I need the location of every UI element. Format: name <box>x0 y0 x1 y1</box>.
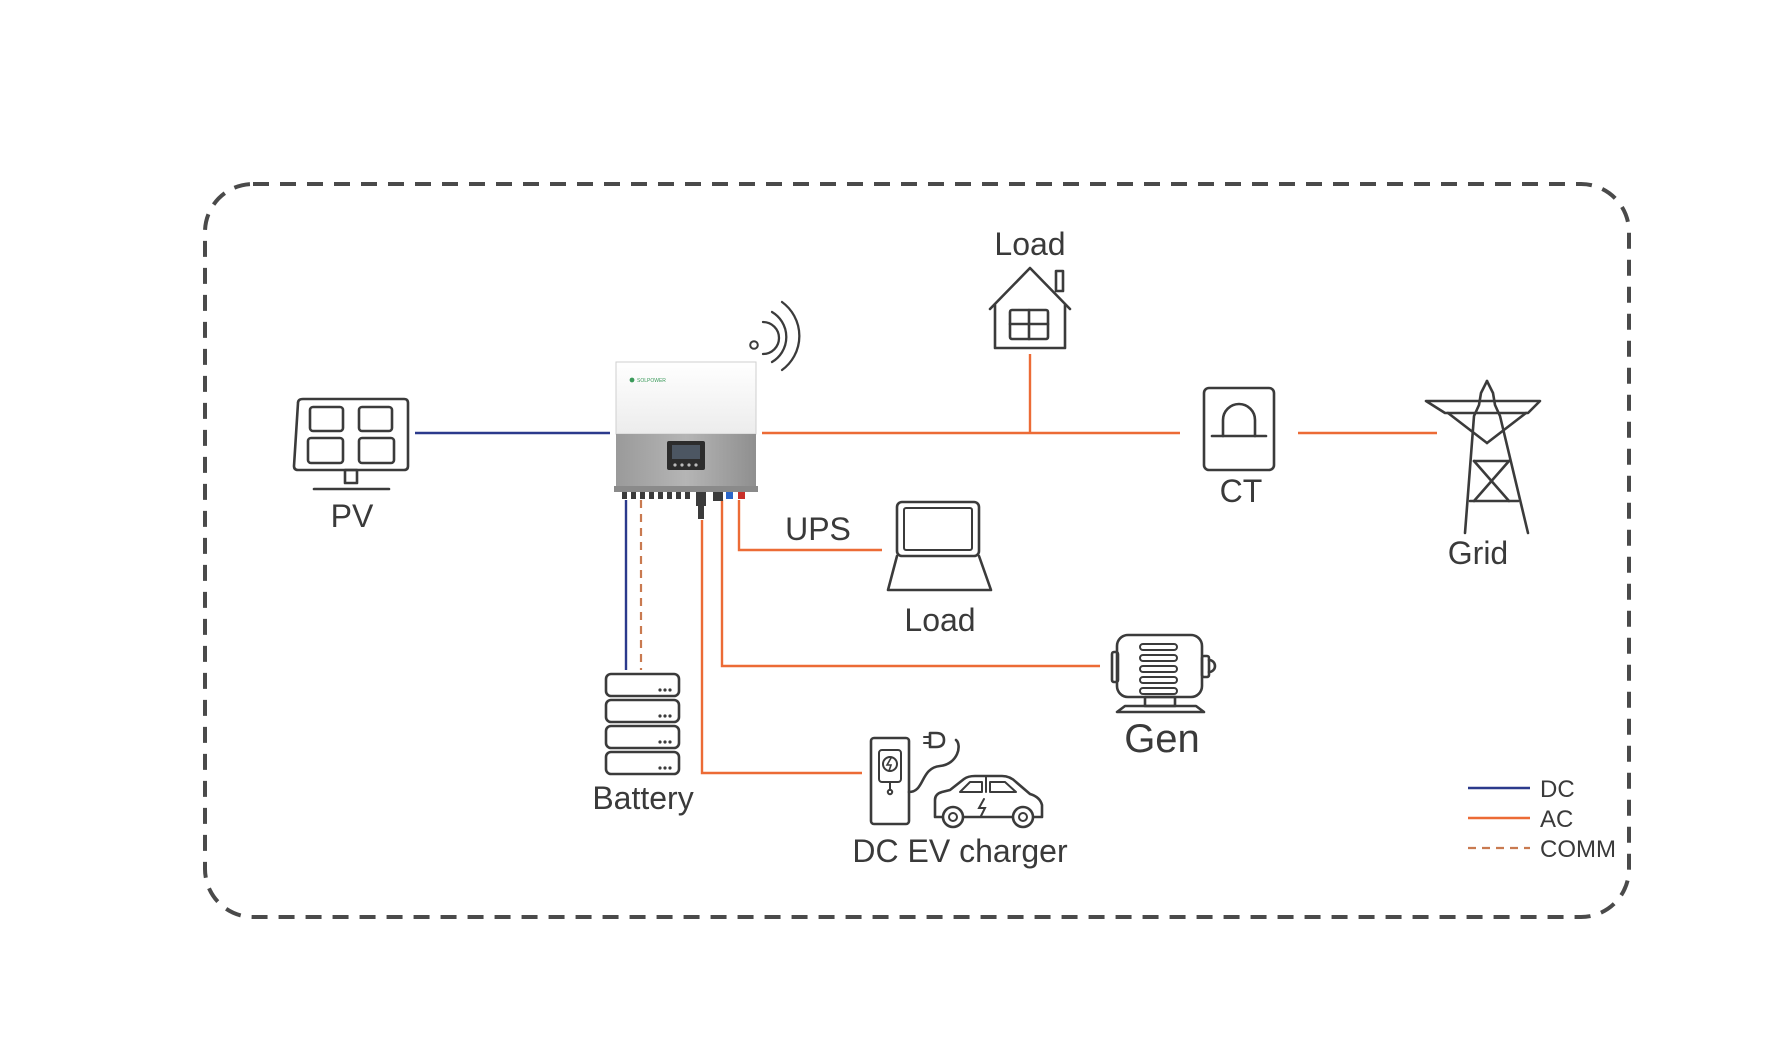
wifi-icon <box>749 300 801 372</box>
ct-label: CT <box>1220 473 1263 509</box>
connections <box>415 354 1437 775</box>
ev-charger-label: DC EV charger <box>852 833 1068 869</box>
legend-ac-label: AC <box>1540 806 1573 833</box>
ups-load-label: Load <box>904 602 975 638</box>
ct-node: CT <box>1202 386 1276 509</box>
ups-label: UPS <box>785 511 851 547</box>
hybrid-inverter-icon: SOLPOWER <box>614 361 758 519</box>
house-icon <box>988 266 1072 350</box>
grid-node: Grid <box>1424 379 1542 571</box>
current-transformer-icon <box>1202 386 1276 472</box>
solar-panel-icon <box>292 397 410 491</box>
battery-stack-icon <box>604 672 681 776</box>
legend-dc-label: DC <box>1540 776 1575 803</box>
ac-line-ev-charger <box>700 520 862 775</box>
power-pylon-icon <box>1424 379 1542 535</box>
pv-node: PV <box>292 397 410 534</box>
gen-node: Gen <box>1110 633 1217 761</box>
ac-line-ups <box>737 500 882 552</box>
ups-load-node: Load <box>886 500 993 638</box>
inverter-brand-mark: SOLPOWER <box>637 378 666 384</box>
home-load-label: Load <box>994 226 1065 262</box>
battery-label: Battery <box>592 780 693 816</box>
laptop-icon <box>886 500 993 592</box>
home-load-node: Load <box>988 226 1072 350</box>
gen-label: Gen <box>1124 717 1200 761</box>
legend-comm-label: COMM <box>1540 836 1616 863</box>
grid-label: Grid <box>1448 535 1508 571</box>
legend: DC AC COMM <box>1468 776 1616 863</box>
ev-charger-icon <box>869 731 1044 829</box>
pv-label: PV <box>331 498 374 534</box>
generator-icon <box>1110 633 1217 714</box>
ac-line-generator <box>720 500 1100 668</box>
battery-node: Battery <box>592 672 694 816</box>
system-boundary <box>203 182 1631 919</box>
ev-charger-node: DC EV charger <box>852 731 1068 869</box>
inverter-node: SOLPOWER <box>614 361 758 519</box>
